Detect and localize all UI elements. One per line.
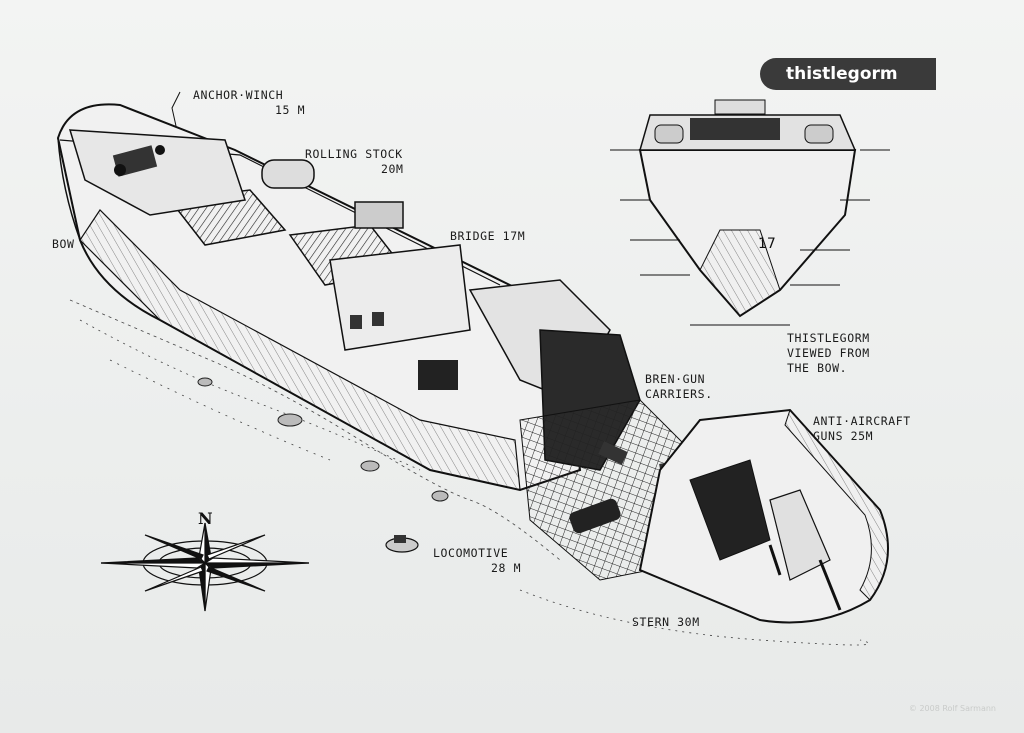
compass-north-letter: N [198,509,213,528]
seabed [69,299,870,646]
label-bow-view: THISTLEGORM VIEWED FROM THE BOW. [787,331,870,375]
svg-text:17: 17 [758,236,776,252]
copyright-notice: © 2008 Rolf Sarmann [908,704,996,713]
leader-lines [171,91,181,127]
label-anti-aircraft: ANTI·AIRCRAFT GUNS 25M [813,414,911,443]
label-rolling-stock: ROLLING STOCK 20M [305,147,404,176]
thistlegorm-badge: thistlegorm [760,58,936,90]
label-anchor-winch: ANCHOR·WINCH 15 M [193,88,306,117]
stern-section [638,408,889,624]
label-bridge: BRIDGE 17M [450,229,526,243]
bow-view: 17 [610,99,890,326]
label-stern: STERN 30M [632,615,700,629]
label-bren-gun: BREN·GUN CARRIERS. [645,372,713,401]
locomotive-debris [385,535,419,553]
label-bow: BOW [52,237,75,251]
rocks [197,377,449,502]
compass-rose [100,522,310,612]
label-locomotive: LOCOMOTIVE 28 M [433,546,522,575]
